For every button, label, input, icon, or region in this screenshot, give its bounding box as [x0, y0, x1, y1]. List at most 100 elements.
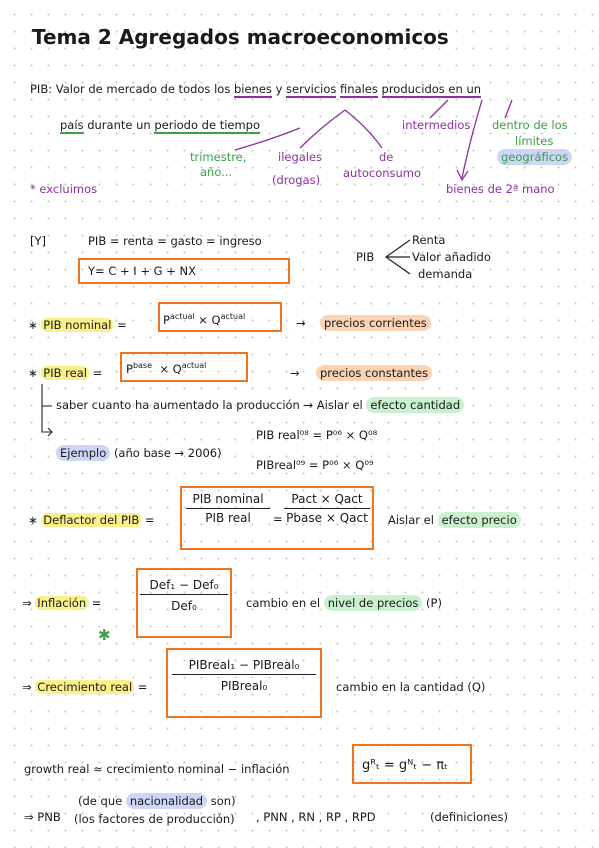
servicios-word: servicios [286, 82, 337, 98]
inflacion-frac: Def₁ − Def₀ Def₀ [140, 578, 228, 613]
pais-word: país [60, 118, 84, 134]
inflacion-arrow: ⇒ [22, 596, 36, 610]
growth-text: growth real ≈ crecimiento nominal − infl… [24, 762, 290, 776]
aislar-text: Aislar el [388, 513, 434, 527]
pnb-arrow: ⇒ PNB [24, 810, 61, 824]
page-title: Tema 2 Agregados macroeconomicos [32, 25, 449, 49]
limites-label: límites [515, 134, 554, 148]
deflactor-den1: PIB real [205, 511, 251, 525]
durante-word: durante un [87, 118, 151, 132]
deflactor-equals: = [273, 512, 283, 526]
valor-label: Valor añadido [412, 250, 491, 264]
deflactor-box [180, 486, 374, 550]
dentro-label: dentro de los [492, 118, 568, 132]
nominal-formula: Pactual × Qactual [163, 312, 246, 327]
inflacion-cambio: cambio en el [246, 596, 321, 610]
saber-line: saber cuanto ha aumentado la producción … [56, 397, 465, 413]
crecimiento-desc: cambio en la cantidad (Q) [336, 680, 486, 694]
efecto-precio-highlight: efecto precio [437, 512, 521, 528]
real-bracket [41, 384, 53, 437]
exclusion-branches [234, 99, 513, 182]
pnb-line1-a: (de que [78, 794, 123, 808]
crecimiento-frac: PIBreal₁ − PIBreal₀ PIBreal₀ [172, 658, 316, 693]
real-label: PIB real [41, 366, 89, 380]
deflactor-frac1: PIB nominal PIB real [186, 492, 270, 525]
real-eq1: PIB real⁰⁸ = P⁰⁶ × Q⁰⁸ [256, 428, 378, 442]
pib-definition-lead: PIB: Valor de mercado de todos los [30, 82, 231, 96]
pnb-rest: , PNN , RN , RP , RPD [256, 810, 376, 824]
deflactor-den2: Pbase × Qact [286, 511, 368, 525]
nominal-row: ∗ PIB nominal = [28, 318, 127, 332]
pnb-definiciones: (definiciones) [430, 810, 508, 824]
inflacion-row: ⇒ Inflación = [22, 596, 102, 610]
growth-box [352, 744, 472, 784]
deflactor-label: Deflactor del PIB [41, 513, 142, 527]
crecimiento-row: ⇒ Crecimiento real = [22, 680, 148, 694]
nominal-q: Q [211, 312, 221, 327]
crecimiento-arrow: ⇒ [22, 680, 36, 694]
real-box [120, 352, 248, 382]
trimestre-label: trimestre, [190, 150, 247, 164]
inflacion-num: Def₁ − Def₀ [149, 578, 219, 592]
nacionalidad-highlight: nacionalidad [125, 793, 208, 809]
periodo-word: periodo de tiempo [154, 118, 261, 134]
real-row: ∗ PIB real = [28, 366, 103, 380]
deflactor-aislar: Aislar el efecto precio [388, 512, 521, 528]
segunda-mano-label: bienes de 2ª mano [446, 182, 555, 196]
nivel-precios-highlight: nivel de precios [323, 595, 423, 611]
real-p-sup: base [132, 361, 153, 370]
demanda-label: demanda [418, 267, 473, 281]
pnb-line1: (de que nacionalidad son) [78, 793, 236, 809]
bienes-word: bienes [233, 82, 272, 98]
geograficos-label: geográficos [497, 149, 573, 165]
bullet-star: ∗ [28, 318, 42, 332]
ejemplo-rest: (año base → 2006) [113, 446, 222, 460]
pnb-line2: (los factores de producción) [74, 812, 235, 826]
nominal-p-sup: actual [169, 312, 195, 321]
deflactor-num1: PIB nominal [192, 492, 264, 506]
pib-definition-line2: país durante un periodo de tiempo [60, 118, 261, 134]
nominal-result: precios corrientes [320, 315, 431, 331]
branch-ilegales [299, 109, 346, 149]
crecimiento-box [166, 648, 322, 718]
bullet-star-real: ∗ [28, 366, 42, 380]
drogas-label: (drogas) [272, 173, 321, 187]
inflacion-p: (P) [426, 596, 442, 610]
arrow-segunda-mano [461, 99, 483, 179]
efecto-cantidad-highlight: efecto cantidad [366, 397, 465, 413]
precios-constantes-highlight: precios constantes [316, 365, 433, 381]
ilegales-label: ilegales [278, 150, 323, 164]
star-icon: ✱ [98, 626, 111, 644]
crecimiento-label: Crecimiento real [35, 680, 135, 694]
inflacion-den: Def₀ [171, 599, 197, 613]
real-formula: Pbase × Qactual [126, 361, 207, 376]
excluimos-label: * excluimos [30, 182, 98, 196]
y-label: [Y] [30, 234, 46, 248]
identity-equation: PIB = renta = gasto = ingreso [88, 234, 262, 248]
ano-label: año... [200, 165, 233, 179]
growth-formula: gᴿₜ = gᴺₜ − πₜ [362, 758, 448, 773]
real-result: precios constantes [316, 365, 433, 381]
pib-definition-line1: PIB: Valor de mercado de todos los biene… [30, 82, 482, 98]
branch-to-trimestre [234, 127, 301, 151]
autoconsumo-label: autoconsumo [343, 166, 422, 180]
ejemplo-highlight: Ejemplo [56, 445, 111, 461]
deflactor-num2: Pact × Qact [291, 492, 363, 506]
pib-brace [384, 239, 411, 275]
nominal-label: PIB nominal [41, 318, 114, 332]
nominal-box [158, 302, 282, 332]
finales-word: finales [340, 82, 378, 98]
producidos-word: producidos en un [381, 82, 482, 98]
real-q-sup: actual [181, 361, 207, 370]
deflactor-row: ∗ Deflactor del PIB = [28, 513, 155, 527]
arrow-segunda-mano-head [456, 169, 469, 182]
crecimiento-num: PIBreal₁ − PIBreal₀ [188, 658, 300, 672]
pib-side-label: PIB [356, 250, 375, 264]
y-formula-box [78, 258, 290, 284]
saber-lead: saber cuanto ha aumentado la producción … [56, 398, 363, 412]
branch-autoconsumo [344, 109, 383, 149]
nominal-arrow: → [296, 316, 306, 330]
deflactor-frac2: Pact × Qact Pbase × Qact [284, 492, 370, 525]
real-q: Q [172, 361, 182, 376]
renta-label: Renta [412, 233, 446, 247]
